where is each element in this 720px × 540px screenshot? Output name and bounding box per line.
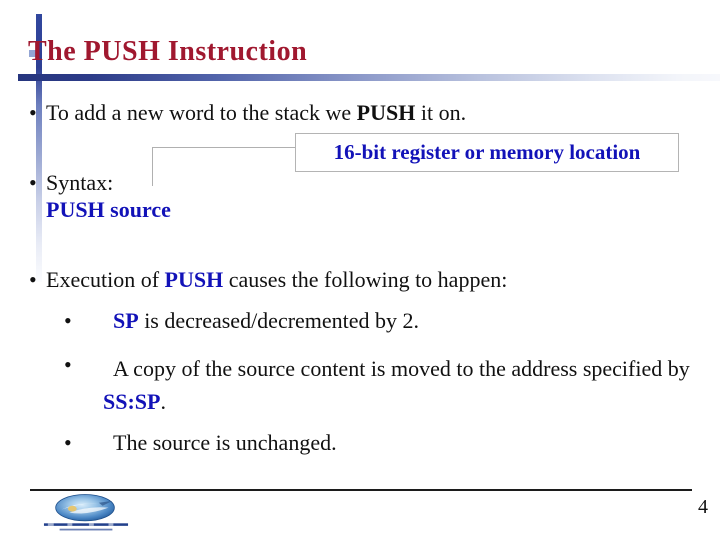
subbullet-copy-marker: • (64, 352, 72, 378)
bullet1-text-pre: To add a new word to the stack we (46, 100, 357, 125)
bullet-marker: • (64, 352, 72, 377)
subbullet-sp-decreased: • SP is decreased/decremented by 2. (64, 308, 419, 334)
bullet2-label: Syntax: (46, 170, 114, 195)
callout-box: 16-bit register or memory location (295, 133, 679, 172)
bullet3-text-pre: Execution of (46, 267, 165, 292)
slide-title: The PUSH Instruction (28, 36, 308, 67)
sub1-text-bold: SP (113, 308, 139, 333)
sub3-text: The source is unchanged. (113, 430, 337, 455)
sub1-text-post: is decreased/decremented by 2. (138, 308, 420, 333)
footer-rule (30, 489, 692, 491)
bullet-marker: • (64, 308, 72, 333)
left-accent-bar (36, 14, 42, 282)
bullet-execution: • Execution of PUSH causes the following … (29, 267, 507, 293)
organization-logo (43, 494, 129, 531)
bullet1-text-post: it on. (415, 100, 467, 125)
bullet3-text-bold: PUSH (164, 267, 224, 292)
logo-subcaption-line (59, 528, 113, 531)
bullet-marker: • (29, 267, 37, 292)
bullet-syntax: • Syntax: (29, 170, 113, 196)
title-underline-rule (18, 74, 720, 81)
sub2-text-pre: A copy of the source content is moved to… (113, 356, 690, 381)
callout-leader-vertical (152, 147, 153, 186)
bullet-marker: • (29, 100, 37, 125)
bullet3-text-post: causes the following to happen: (223, 267, 508, 292)
subbullet-copy-text: A copy of the source content is moved to… (103, 352, 699, 418)
logo-globe (55, 494, 115, 522)
bullet1-text-bold: PUSH (356, 100, 416, 125)
logo-caption-line (43, 523, 129, 526)
callout-text: 16-bit register or memory location (333, 140, 641, 164)
bullet-add-word: •To add a new word to the stack we PUSH … (29, 100, 466, 126)
subbullet-source-unchanged: • The source is unchanged. (64, 430, 337, 456)
bullet-marker: • (29, 170, 37, 195)
syntax-code: PUSH source (46, 197, 171, 222)
sub2-text-bold: SS:SP (103, 389, 161, 414)
bullet-marker: • (64, 430, 72, 455)
sub2-text-post: . (160, 389, 166, 414)
callout-leader-horizontal (152, 147, 295, 148)
logo-center-spot (67, 505, 77, 512)
page-number: 4 (698, 496, 708, 518)
left-accent-tick (29, 50, 37, 57)
